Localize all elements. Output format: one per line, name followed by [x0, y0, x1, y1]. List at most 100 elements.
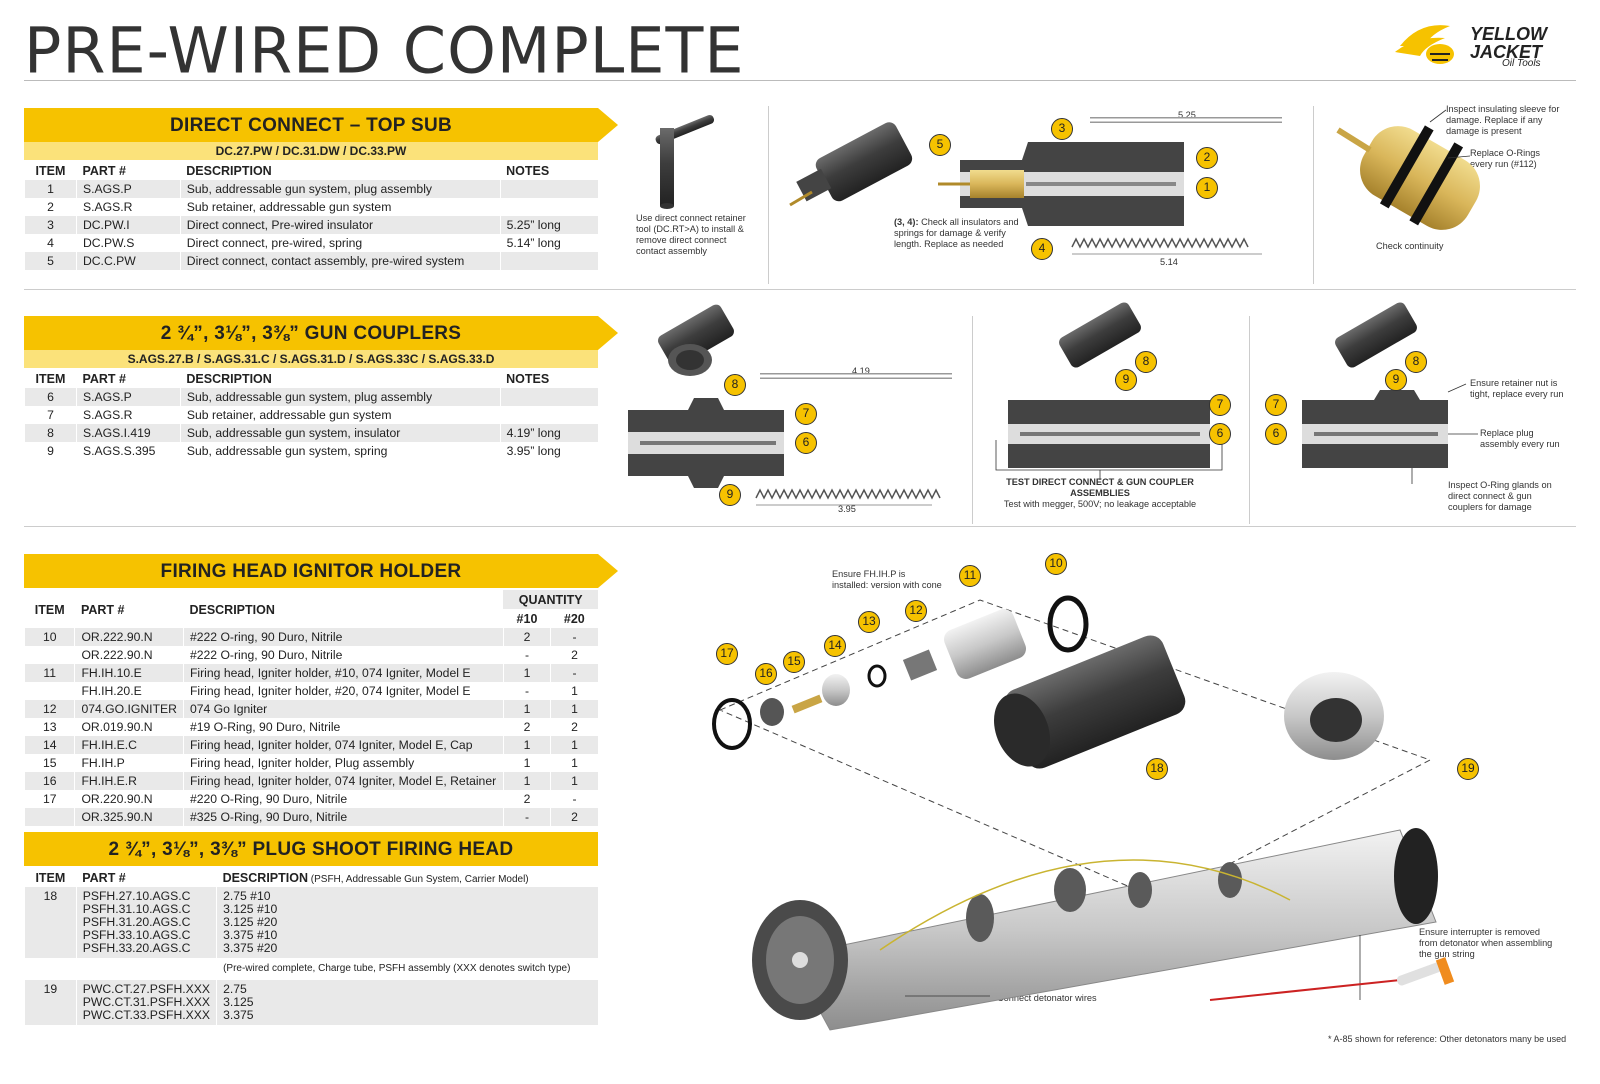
- col-item: ITEM: [35, 871, 66, 885]
- notes-cell: [499, 388, 598, 406]
- list-line: 3.375 #20: [223, 941, 278, 955]
- qty-20-cell: 1: [550, 736, 598, 754]
- col-desc: DESCRIPTION: [186, 372, 272, 386]
- qty-20-cell: 2: [550, 646, 598, 664]
- qty-10-cell: -: [502, 808, 551, 826]
- callout-2: 2: [1196, 147, 1218, 169]
- empty-cell: [24, 958, 77, 980]
- table-row: OR.222.90.N#222 O-ring, 90 Duro, Nitrile…: [23, 646, 598, 664]
- callout-9: 9: [1385, 369, 1407, 391]
- col-desc-label: DESCRIPTION: [222, 871, 308, 885]
- qty-10-cell: -: [502, 682, 551, 700]
- part-cell: S.AGS.S.395: [75, 442, 181, 460]
- item-cell: 4: [24, 234, 77, 252]
- desc-cell: Direct connect, Pre-wired insulator: [179, 216, 501, 234]
- firing-head-exploded-icon: [712, 595, 1432, 901]
- model-numbers: DC.27.PW / DC.31.DW / DC.33.PW: [24, 142, 598, 160]
- item-cell: 1: [24, 180, 77, 198]
- desc-cell: Firing head, Igniter holder, #20, 074 Ig…: [182, 682, 504, 700]
- col-item: ITEM: [35, 164, 66, 178]
- yellow-jacket-logo: YELLOW JACKET Oil Tools: [1390, 16, 1580, 72]
- part-cell: FH.IH.20.E: [74, 682, 184, 700]
- section-title: 2 ¾”, 3⅛”, 3⅜” GUN COUPLERS: [160, 323, 462, 344]
- inspect-sleeve-note: Inspect insulating sleeve for damage. Re…: [1446, 104, 1560, 136]
- callout-3: 3: [1051, 118, 1073, 140]
- callout-8: 8: [1405, 351, 1427, 373]
- qty-10-cell: -: [502, 646, 551, 664]
- firing-head-table: ITEM PART # DESCRIPTION QUANTITY #10 #20…: [23, 590, 598, 826]
- callout-5: 5: [929, 134, 951, 156]
- callout-14: 14: [824, 635, 846, 657]
- item-cell: 13: [23, 718, 75, 736]
- section-title: FIRING HEAD IGNITOR HOLDER: [160, 561, 462, 582]
- column-divider: [1249, 316, 1250, 524]
- qty-10-cell: 1: [502, 700, 551, 718]
- page-title: PRE-WIRED COMPLETE: [24, 13, 745, 88]
- gun-couplers-banner: 2 ¾”, 3⅛”, 3⅜” GUN COUPLERS: [24, 316, 618, 350]
- list-line: 3.125: [223, 995, 254, 1009]
- list-line: PSFH.31.10.AGS.C: [82, 902, 191, 916]
- item-cell: 9: [24, 442, 77, 460]
- col-q10: #10: [516, 612, 538, 626]
- item-cell: 18: [24, 887, 77, 958]
- part-cell: S.AGS.P: [75, 180, 181, 198]
- list-line: PWC.CT.33.PSFH.XXX: [82, 1008, 211, 1022]
- item-cell: 14: [23, 736, 75, 754]
- part-cell: S.AGS.P: [75, 388, 181, 406]
- col-desc: DESCRIPTION (PSFH, Addressable Gun Syste…: [217, 868, 598, 887]
- part-cell: S.AGS.R: [75, 406, 181, 424]
- item-cell: 8: [24, 424, 77, 442]
- qty-20-cell: -: [550, 628, 598, 646]
- qty-10-cell: 1: [502, 772, 551, 790]
- plug-shoot-banner: 2 ¾”, 3⅛”, 3⅜” PLUG SHOOT FIRING HEAD: [24, 832, 598, 866]
- notes-cell: 5.25” long: [499, 216, 598, 234]
- logo-line-3: Oil Tools: [1502, 58, 1541, 69]
- list-line: 3.375 #10: [223, 928, 278, 942]
- col-desc-sub: (PSFH, Addressable Gun System, Carrier M…: [308, 874, 529, 885]
- section-divider: [24, 289, 1576, 290]
- part-cell: FH.IH.10.E: [74, 664, 184, 682]
- part-cell: OR.222.90.N: [74, 628, 184, 646]
- col-notes: NOTES: [506, 372, 550, 386]
- list-line: PWC.CT.31.PSFH.XXX: [82, 995, 211, 1009]
- notes-cell: [499, 252, 598, 270]
- callout-7: 7: [1209, 394, 1231, 416]
- callout-17: 17: [716, 643, 738, 665]
- part-cell: S.AGS.I.419: [75, 424, 181, 442]
- check-note-items: (3, 4):: [894, 217, 919, 227]
- qty-20-cell: 1: [550, 754, 598, 772]
- qty-20-cell: -: [550, 790, 598, 808]
- col-item: ITEM: [34, 602, 65, 617]
- dim-insulator: 5.25: [1178, 110, 1196, 120]
- qty-20-cell: 2: [550, 718, 598, 736]
- replace-orings-note: Replace O-Rings every run (#112): [1470, 148, 1540, 169]
- empty-cell: [75, 958, 217, 980]
- col-part: PART #: [82, 871, 126, 885]
- callout-11: 11: [959, 565, 981, 587]
- callout-1: 1: [1196, 177, 1218, 199]
- desc-cell: Sub retainer, addressable gun system: [179, 198, 501, 216]
- callout-7: 7: [795, 403, 817, 425]
- desc-cell: Direct connect, pre-wired, spring: [179, 234, 501, 252]
- list-line: PSFH.31.20.AGS.C: [82, 915, 191, 929]
- detonator-note: Connect detonator wires: [997, 993, 1097, 1003]
- col-notes: NOTES: [506, 164, 550, 178]
- table-header: ITEM PART # DESCRIPTION NOTES: [25, 369, 599, 388]
- list-line: 3.125 #20: [223, 915, 278, 929]
- section-divider: [24, 526, 1576, 527]
- item-cell: 12: [23, 700, 75, 718]
- callout-6: 6: [1265, 423, 1287, 445]
- qty-10-cell: 2: [502, 790, 551, 808]
- list-line: 3.125 #10: [223, 902, 278, 916]
- part-cell: FH.IH.E.R: [74, 772, 184, 790]
- oring-note: Inspect O-Ring glands on direct connect …: [1448, 480, 1552, 512]
